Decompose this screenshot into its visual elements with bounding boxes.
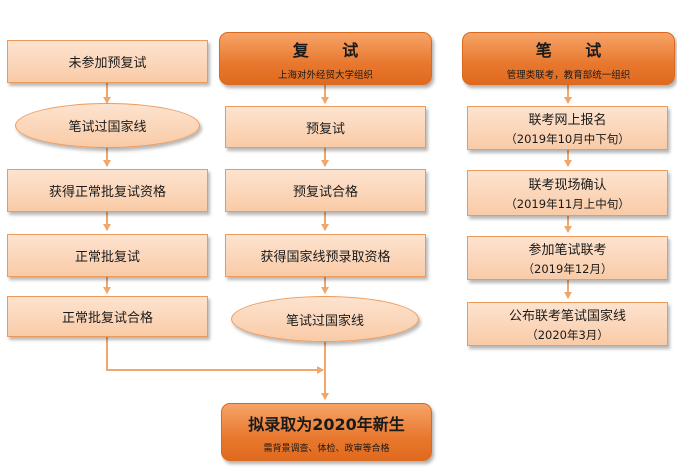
middle-node-pre-retest-passed: 预复试合格 <box>225 169 426 212</box>
middle-node-4-label: 笔试过国家线 <box>285 313 364 329</box>
left-node-1-label: 未参加预复试 <box>68 56 147 71</box>
right-node-3-line2: （2019年12月） <box>522 262 613 276</box>
right-header-subtitle: 管理类联考，教育部统一组织 <box>506 69 631 81</box>
middle-node-2-label: 预复试合格 <box>292 185 358 200</box>
right-node-2-line2: （2019年11月上中旬） <box>505 197 630 211</box>
middle-header-subtitle: 上海对外经贸大学组织 <box>277 69 373 81</box>
right-node-4-line2: （2020年3月） <box>526 328 609 342</box>
left-node-3-label: 获得正常批复试资格 <box>48 185 166 200</box>
right-node-joint-exam: 参加笔试联考 （2019年12月） <box>467 236 668 280</box>
arrow-left-merge <box>106 337 324 374</box>
middle-node-pre-retest: 预复试 <box>225 106 426 148</box>
middle-node-3-label: 获得国家线预录取资格 <box>260 250 391 265</box>
middle-node-pre-admission-qualified: 获得国家线预录取资格 <box>225 234 426 277</box>
final-node-title: 拟录取为2020年新生 <box>248 414 405 434</box>
right-node-onsite-confirmation: 联考现场确认 （2019年11月上中旬） <box>467 170 668 216</box>
final-node-admission: 拟录取为2020年新生 需背景调查、体检、政审等合格 <box>221 403 432 461</box>
left-node-passed-national-line: 笔试过国家线 <box>15 103 200 148</box>
middle-header-retest: 复 试 上海对外经贸大学组织 <box>219 32 432 85</box>
left-node-regular-retest-qualified: 获得正常批复试资格 <box>7 169 208 212</box>
left-node-not-joined-pre-retest: 未参加预复试 <box>7 40 208 83</box>
right-node-online-registration: 联考网上报名 （2019年10月中下旬） <box>467 106 668 150</box>
left-node-5-label: 正常批复试合格 <box>61 311 153 326</box>
middle-node-passed-national-line: 笔试过国家线 <box>231 296 419 342</box>
right-node-national-line-published: 公布联考笔试国家线 （2020年3月） <box>467 302 668 346</box>
middle-node-1-label: 预复试 <box>305 121 345 137</box>
right-node-1-line1: 联考网上报名 <box>528 113 607 128</box>
right-header-title: 笔 试 <box>535 40 616 60</box>
right-node-3-line1: 参加笔试联考 <box>528 243 607 258</box>
left-node-regular-retest: 正常批复试 <box>7 234 208 277</box>
right-node-4-line1: 公布联考笔试国家线 <box>508 309 626 324</box>
left-node-2-label: 笔试过国家线 <box>68 120 147 135</box>
right-node-1-line2: （2019年10月中下旬） <box>505 132 630 146</box>
final-node-subtitle: 需背景调查、体检、政审等合格 <box>263 443 390 454</box>
middle-header-title: 复 试 <box>292 40 373 60</box>
right-node-2-line1: 联考现场确认 <box>528 178 607 193</box>
left-node-regular-retest-passed: 正常批复试合格 <box>7 296 208 337</box>
right-header-written-exam: 笔 试 管理类联考，教育部统一组织 <box>462 32 675 85</box>
left-node-4-label: 正常批复试 <box>74 250 140 265</box>
